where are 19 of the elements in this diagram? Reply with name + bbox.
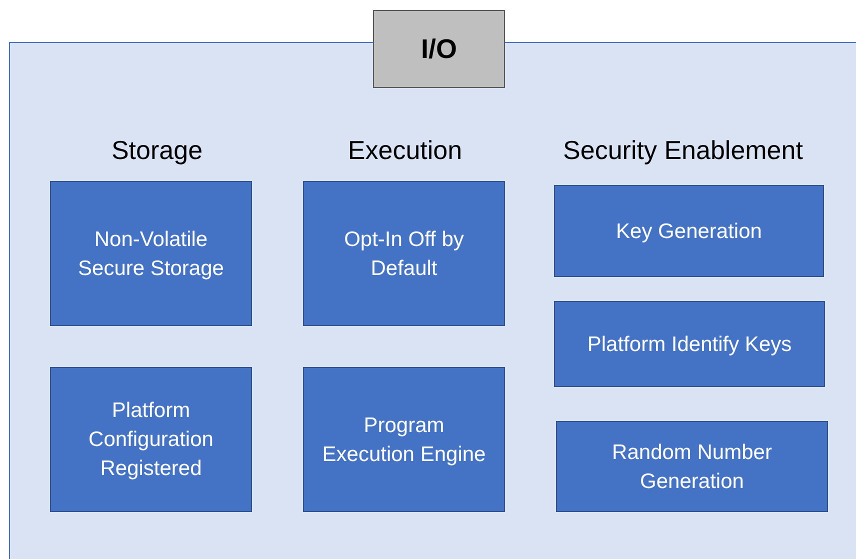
feature-box [556, 421, 828, 512]
feature-label: Random Number Generation [611, 440, 773, 494]
feature-label: Platform Configuration Registered [88, 398, 214, 482]
feature-box [554, 301, 825, 387]
feature-label: Program Execution Engine [321, 412, 487, 468]
feature-label: Platform Identify Keys [587, 332, 792, 358]
feature-label: Key Generation [616, 218, 762, 244]
feature-box [50, 367, 252, 512]
feature-box [303, 181, 505, 326]
feature-box [554, 185, 824, 277]
tab-label: I/O [420, 34, 457, 64]
column-heading: Storage [111, 135, 203, 166]
feature-box [303, 367, 505, 512]
feature-box [50, 181, 252, 326]
feature-label: Non-Volatile Secure Storage [77, 226, 225, 282]
column-heading: Execution [348, 135, 462, 166]
feature-label: Opt-In Off by Default [343, 226, 465, 282]
column-heading: Security Enablement [563, 135, 803, 166]
title-tab [373, 10, 505, 88]
